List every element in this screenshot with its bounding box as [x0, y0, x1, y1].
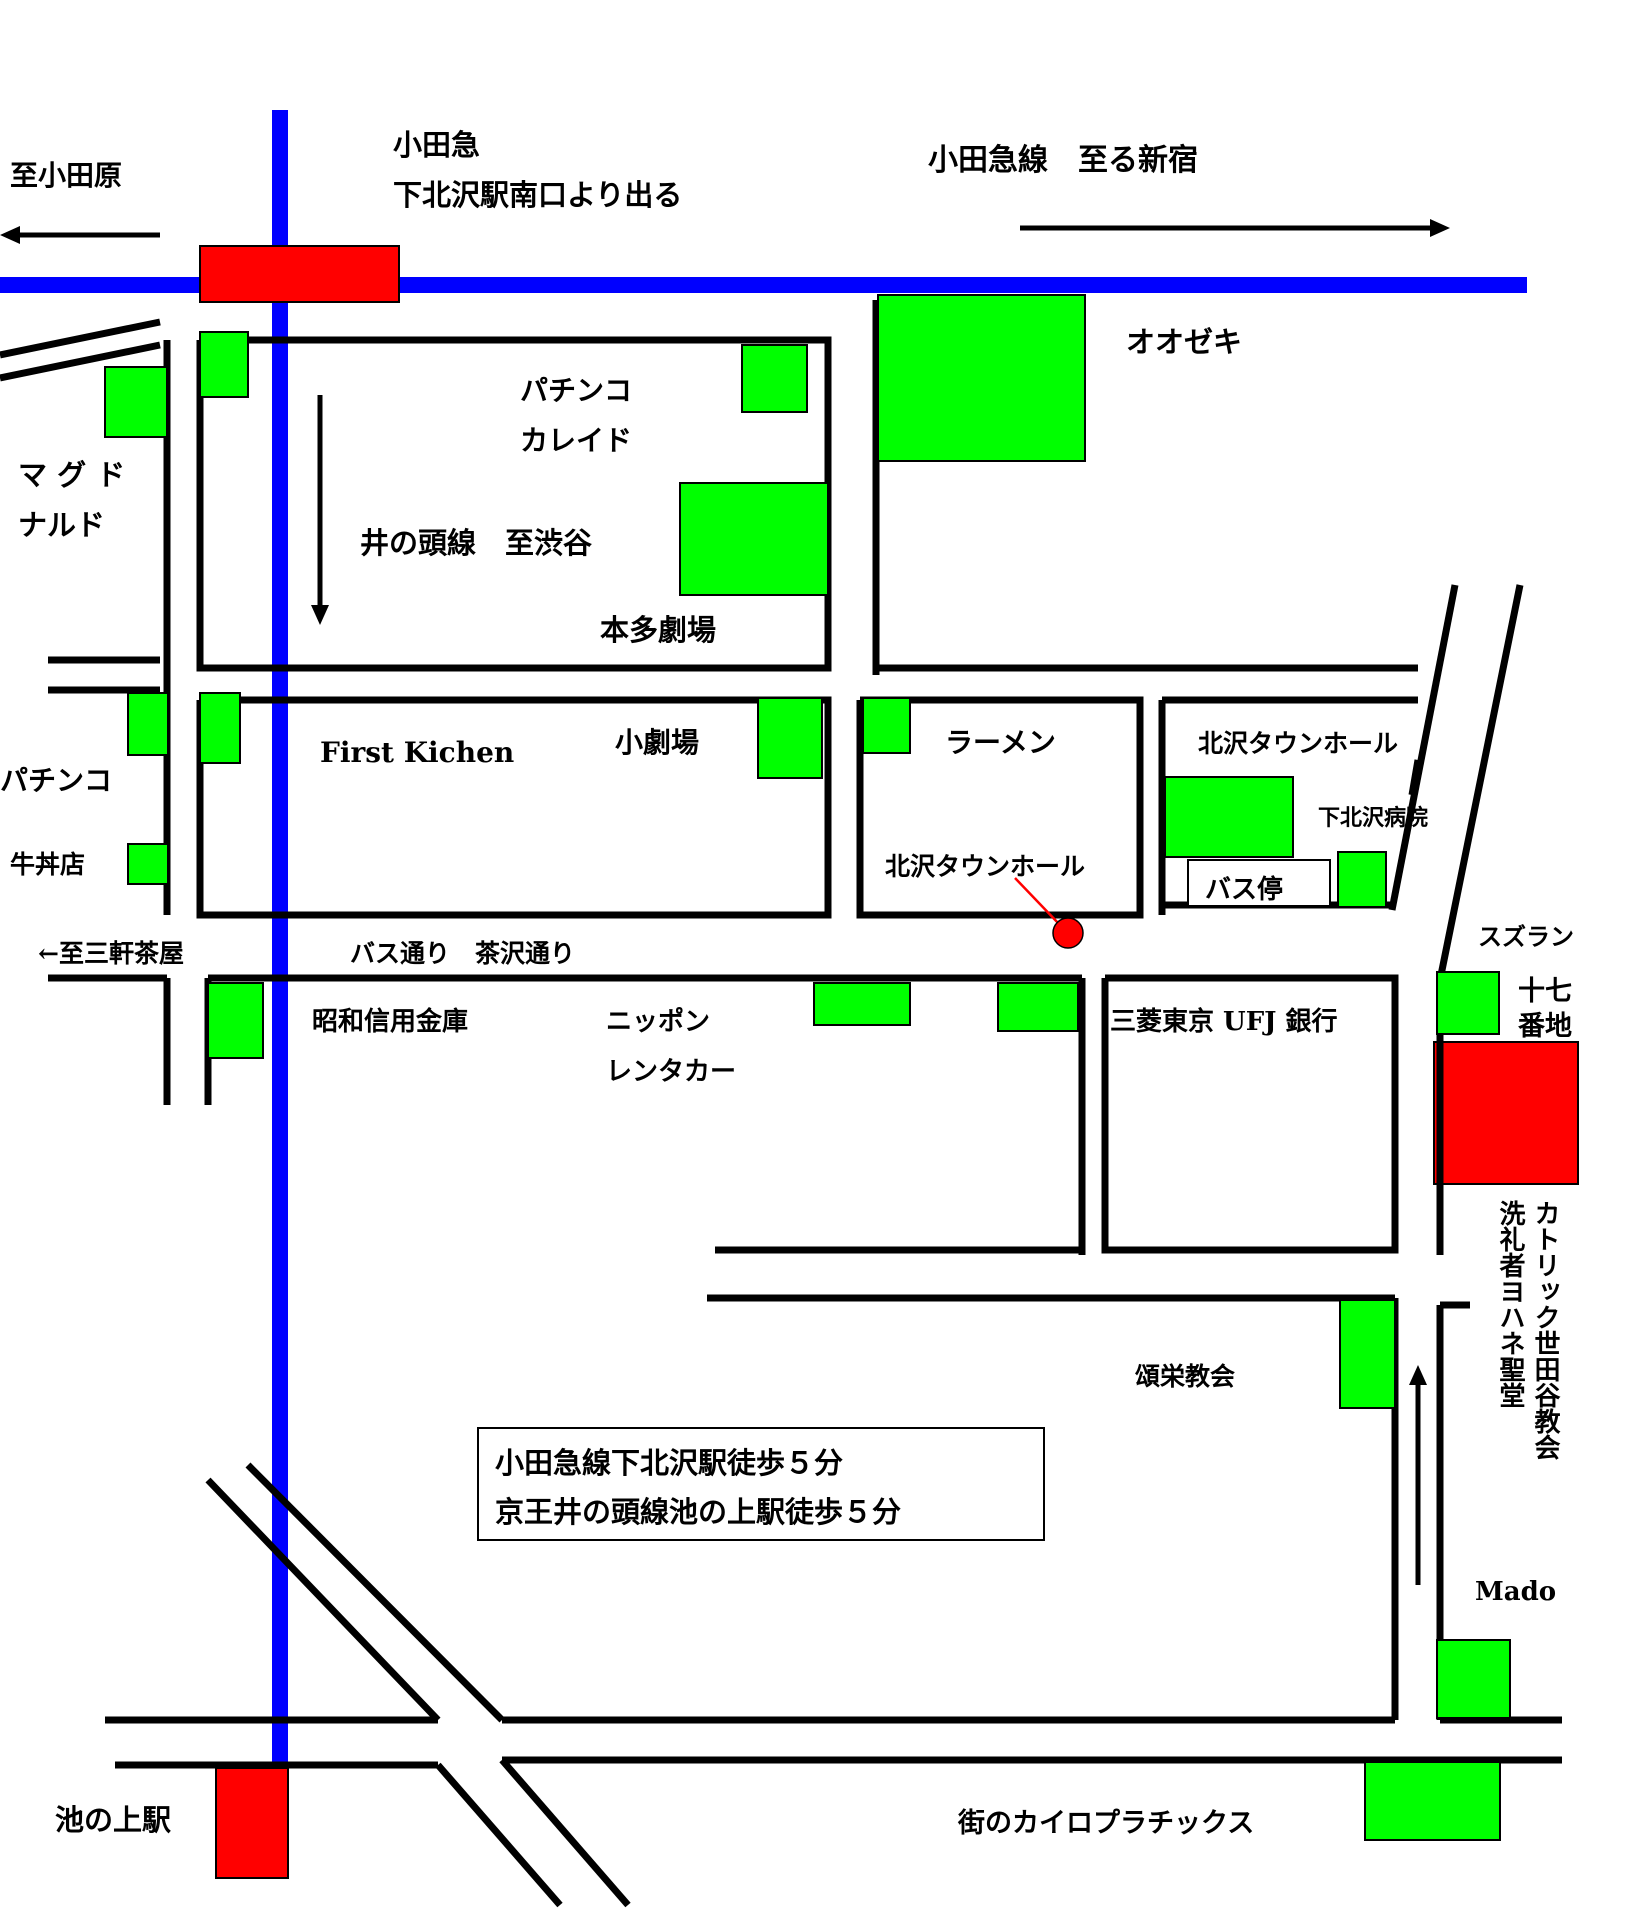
buildings: [104, 294, 1511, 1841]
place-label-pachinko-left: パチンコ: [0, 764, 112, 797]
shimokitazawa-station: [199, 245, 400, 303]
place-label-mufg: 三菱東京 UFJ 銀行: [1110, 1006, 1338, 1037]
place-label-rentacar-2: レンタカー: [606, 1057, 736, 1087]
place-label-catholic-church: カトリック世田谷教会: [1530, 1200, 1560, 1461]
place-label-ozeki: オオゼキ: [1126, 325, 1242, 359]
station-label-ikenoue: 池の上駅: [55, 1803, 171, 1837]
direction-label-odawara: 至小田原: [10, 159, 122, 192]
access-info-box: [477, 1427, 1045, 1541]
target-location-marker: [1052, 917, 1084, 949]
place-label-shoei-church: 頌栄教会: [1135, 1362, 1235, 1391]
place-label-jushichi-1: 十七: [1518, 976, 1572, 1007]
place-label-suzuran: スズラン: [1478, 922, 1574, 951]
place-label-first-kitchen: First Kichen: [320, 736, 514, 769]
place-label-hospital: 下北沢病院: [1318, 805, 1428, 831]
direction-label-sangenjaya: ←至三軒茶屋: [38, 939, 184, 968]
place-label-mcdonalds-1: マ グ ド: [18, 458, 125, 492]
street-label-bus-street: バス通り 茶沢通り: [350, 939, 575, 968]
place-label-honda-theater: 本多劇場: [600, 613, 716, 647]
access-info-line2: 京王井の頭線池の上駅徒歩５分: [495, 1495, 901, 1529]
place-label-gyudon: 牛丼店: [10, 850, 85, 879]
arrow-to-shibuya: [311, 395, 329, 625]
arrow-north: [1409, 1365, 1427, 1585]
place-label-small-theater: 小劇場: [615, 726, 699, 759]
direction-label-shinjuku: 小田急線 至る新宿: [928, 143, 1198, 178]
target-pointer-line: [1014, 877, 1061, 926]
ikenoue-station: [215, 1767, 289, 1879]
place-label-mado: Mado: [1475, 1577, 1556, 1607]
place-label-mcdonalds-2: ナルド: [18, 508, 105, 542]
place-label-bus-stop: バス停: [1205, 874, 1283, 905]
place-label-john-baptist: 洗礼者ヨハネ聖堂: [1495, 1200, 1525, 1408]
station-label-odakyu: 小田急: [393, 128, 480, 162]
arrow-to-shinjuku: [1020, 219, 1450, 237]
place-label-townhall-top: 北沢タウンホール: [1198, 729, 1398, 758]
place-label-showa-shinkin: 昭和信用金庫: [312, 1006, 468, 1037]
place-label-rentacar-1: ニッポン: [606, 1006, 710, 1037]
direction-label-shibuya: 井の頭線 至渋谷: [360, 526, 593, 560]
place-label-pachinko-kaleido-2: カレイド: [520, 424, 632, 457]
bus-stop-box: [1187, 859, 1331, 907]
place-label-jushichi-2: 番地: [1518, 1011, 1572, 1042]
road-network: [0, 300, 1562, 1908]
place-label-townhall-target: 北沢タウンホール: [885, 852, 1085, 881]
place-label-ramen: ラーメン: [945, 726, 1056, 759]
station-label-south-exit: 下北沢駅南口より出る: [393, 178, 682, 212]
access-info-line1: 小田急線下北沢駅徒歩５分: [495, 1446, 843, 1480]
arrow-to-odawara: [0, 226, 160, 244]
place-label-chiropractic: 街のカイロプラチックス: [957, 1808, 1254, 1839]
catholic-church-building: [1433, 1041, 1579, 1185]
place-label-pachinko-kaleido-1: パチンコ: [520, 374, 632, 407]
